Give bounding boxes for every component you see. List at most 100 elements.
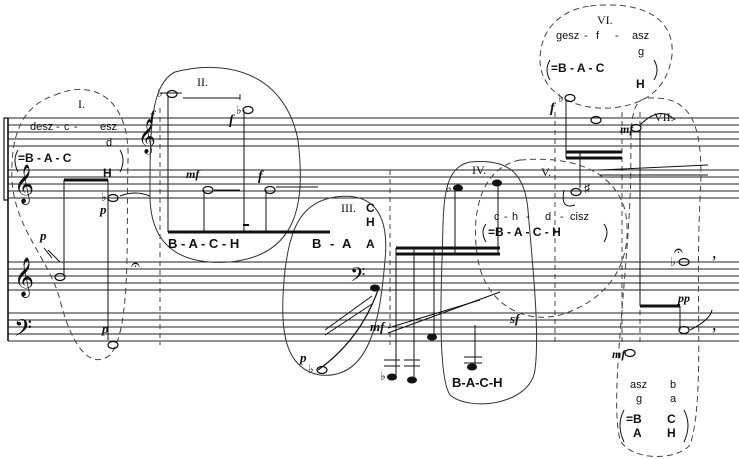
slur: [387, 291, 501, 334]
note-head: [624, 348, 636, 358]
note-head: [202, 185, 214, 195]
dynamic: f: [550, 101, 556, 116]
syllable: esz: [100, 121, 117, 133]
syllable: h: [512, 211, 518, 223]
bach-letters: A: [342, 236, 352, 251]
fermata-icon: 𝄐: [131, 257, 140, 274]
dynamic: sf: [509, 311, 521, 326]
group-numeral: IV.: [472, 163, 486, 177]
bach-letters: H: [103, 166, 112, 180]
bracket-left: [619, 409, 625, 443]
bach-letters: =B - A - C - H: [488, 225, 561, 239]
bach-letters: C: [366, 201, 375, 215]
tie: [689, 309, 713, 331]
flat-icon: ♭: [558, 91, 564, 105]
bach-letters: A: [633, 426, 642, 440]
note-head: [678, 325, 690, 335]
system-brace: [3, 117, 8, 201]
flat-icon: ♭: [380, 369, 386, 383]
bach-letters: H: [667, 426, 676, 440]
syllable-separator: -: [56, 121, 60, 133]
syllable: g: [638, 46, 644, 58]
note-head: [678, 257, 690, 267]
tenuto-mark: [243, 224, 249, 226]
flat-icon: ♭: [101, 190, 107, 204]
note-head: [630, 123, 642, 133]
tie: [119, 192, 151, 197]
syllable: c: [494, 211, 500, 223]
bach-letters: =B - A - C: [551, 61, 605, 75]
syllable: desz: [30, 121, 53, 133]
dynamic: mf: [620, 122, 634, 136]
bracket-left: [482, 223, 487, 243]
syllable: a: [670, 393, 677, 405]
note-head: [54, 272, 66, 282]
slur: [324, 303, 373, 336]
note-head: [264, 185, 276, 195]
flat-icon: ♭: [157, 86, 163, 100]
bach-letters: H: [636, 77, 645, 91]
bracket-left: [546, 59, 551, 81]
staff-3: [8, 261, 739, 291]
grace-note-icon: [43, 247, 61, 263]
bach-letters: =B: [626, 412, 642, 426]
note-head: [467, 363, 477, 371]
bach-letters: A: [366, 237, 375, 251]
slur: [317, 289, 379, 371]
syllable: asz: [630, 379, 647, 391]
group-numeral: I.: [78, 97, 85, 111]
syllable: d: [106, 137, 112, 149]
flat-icon: ♭: [236, 103, 242, 117]
note-head: [427, 333, 437, 341]
dynamic: f: [258, 169, 264, 184]
syllable: g: [636, 393, 642, 405]
note-head: [387, 373, 397, 381]
bach-letters: H: [366, 215, 375, 229]
bass-clef-icon: 𝄢: [350, 265, 365, 291]
syllable: asz: [632, 30, 649, 42]
dynamic: p: [299, 350, 307, 365]
staff-1: [8, 117, 739, 147]
bach-letters: B - A - C - H: [168, 236, 239, 251]
dynamic: p: [39, 228, 47, 243]
syllable-separator: -: [615, 30, 619, 42]
note-head: [453, 184, 463, 192]
note-head: [570, 187, 582, 197]
syllable: cisz: [570, 211, 589, 223]
syllable-separator: -: [74, 121, 78, 133]
dynamic: mf: [370, 319, 386, 334]
group-numeral: III.: [341, 201, 356, 215]
dynamic: mf: [612, 347, 626, 361]
syllable-separator: -: [560, 211, 564, 223]
fermata-icon: 𝄐: [674, 243, 683, 260]
syllable: d: [545, 211, 551, 223]
syllable-separator: -: [504, 211, 508, 223]
note-head: [370, 284, 380, 292]
tie: [639, 113, 676, 126]
dynamic: f: [229, 113, 235, 128]
bracket-right: [119, 149, 124, 173]
syllable-separator: -: [526, 211, 530, 223]
syllable: c: [64, 121, 70, 133]
dynamic: f: [150, 109, 156, 124]
bach-letters: =B - A - C: [18, 151, 72, 165]
flat-icon: ♭: [308, 362, 314, 376]
flat-icon: ♭: [446, 181, 452, 195]
staff-2: [8, 169, 739, 199]
bracket-left: [14, 149, 19, 173]
syllable-separator: -: [330, 236, 334, 251]
group-IV-outline: [440, 160, 538, 405]
bass-clef-icon: 𝄢: [14, 316, 32, 347]
slur: [599, 164, 709, 171]
syllable: gesz: [556, 30, 579, 42]
treble-clef-icon: 𝄞: [14, 165, 34, 205]
bach-letters: B-A-C-H: [452, 375, 503, 390]
note-head: [492, 179, 502, 187]
dynamic: p: [99, 202, 107, 217]
sharp-icon: ♯: [584, 181, 590, 195]
group-numeral: VI.: [597, 13, 613, 27]
group-III-outline: [282, 195, 387, 376]
dashed-barlines: [159, 108, 641, 345]
